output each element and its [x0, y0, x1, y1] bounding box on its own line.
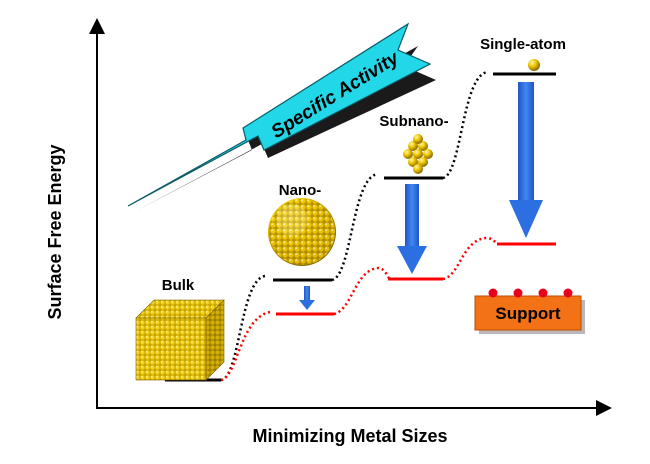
support-atom-icon — [513, 288, 523, 298]
level-label-bulk: Bulk — [162, 277, 195, 294]
support-label: Support — [495, 304, 560, 323]
energy-drop-arrow-subnano — [397, 184, 427, 274]
energy-drop-arrow-nano — [299, 286, 315, 310]
single-atom-icon — [528, 59, 540, 71]
support-block: Support — [474, 288, 585, 334]
supported-energy-path — [220, 236, 556, 382]
support-atom-icon — [538, 288, 548, 298]
banner-arrow-icon — [127, 22, 432, 207]
energy-drop-arrow-single-atom — [509, 82, 543, 238]
support-atom-icon — [488, 288, 498, 298]
level-label-subnano: Subnano- — [379, 113, 448, 130]
level-label-nano: Nano- — [279, 182, 322, 199]
support-atom-icon — [563, 288, 573, 298]
level-label-single-atom: Single-atom — [480, 36, 566, 53]
y-axis-label: Surface Free Energy — [45, 144, 65, 319]
x-axis-label: Minimizing Metal Sizes — [252, 426, 447, 446]
subnano-cluster-icon — [403, 134, 433, 174]
support-rect-icon — [474, 295, 582, 331]
unsupported-energy-path — [165, 70, 556, 382]
nanoparticle-sphere-icon — [268, 198, 336, 266]
bulk-cube-icon — [135, 299, 225, 381]
